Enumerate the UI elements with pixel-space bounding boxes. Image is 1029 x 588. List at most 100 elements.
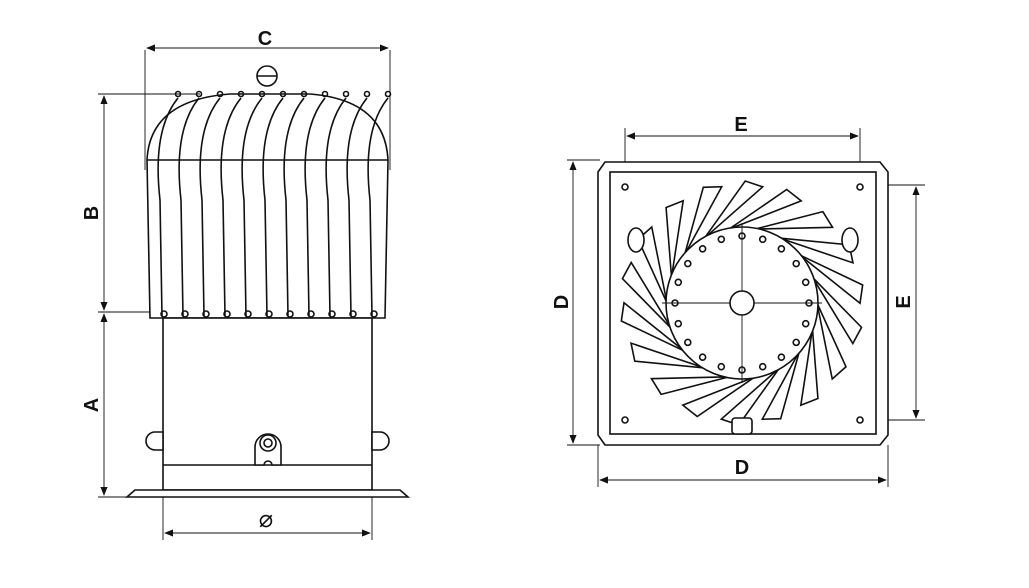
dimension-e-top-label: E <box>734 114 747 136</box>
rivet-icon <box>683 259 692 268</box>
rivet-icon <box>683 338 692 347</box>
rivet-icon <box>286 310 294 318</box>
rivet-icon <box>698 353 707 362</box>
rivet-icon <box>777 353 786 362</box>
rivet-icon <box>717 362 726 371</box>
dimension-diameter-label: ⌀ <box>259 506 273 533</box>
dimension-b: B <box>81 93 200 313</box>
rivet-icon <box>181 310 189 318</box>
rotor-blade <box>637 225 668 304</box>
rivet-icon <box>674 278 683 287</box>
rivet-icon <box>321 90 329 98</box>
rivet-icon <box>698 244 707 253</box>
rotor-blade <box>754 210 834 230</box>
rotor-blade <box>620 301 686 352</box>
dimension-d-left-label: D <box>551 295 573 309</box>
rivet-icon <box>195 90 203 98</box>
top-view: E D E D <box>551 114 925 487</box>
rivet-icon <box>384 90 392 98</box>
rivet-icon <box>237 90 245 98</box>
rivet-icon <box>265 310 273 318</box>
vane <box>262 97 284 317</box>
dimension-a-label: A <box>81 398 103 412</box>
dimension-b-label: B <box>81 206 103 220</box>
rotor-blade <box>799 328 819 407</box>
rotor-blade <box>629 341 705 369</box>
rotor-blade <box>779 237 855 265</box>
bolt-hole-icon <box>856 416 864 424</box>
rivet-icon <box>174 90 182 98</box>
rotor-blade <box>703 180 765 239</box>
rivet-icon <box>279 90 287 98</box>
bolt-hole-icon <box>856 183 864 191</box>
rivet-icon <box>671 299 679 307</box>
rivet-icon <box>777 244 786 253</box>
vane <box>304 97 326 317</box>
dimension-a: A <box>81 313 130 498</box>
rivet-icon <box>223 310 231 318</box>
rivet-icon <box>792 338 801 347</box>
rotor-blade <box>621 260 673 330</box>
rivet-icon <box>300 90 308 98</box>
bolt-hole-icon <box>621 183 629 191</box>
rotor-blade <box>728 188 803 230</box>
rivet-icon <box>328 310 336 318</box>
rivet-icon <box>370 310 378 318</box>
dimension-d-bottom-label: D <box>735 457 749 479</box>
turbine-head <box>146 65 392 319</box>
vane <box>241 97 263 317</box>
rivet-icon <box>805 299 813 307</box>
rivet-icon <box>363 90 371 98</box>
rivet-icon <box>801 319 810 328</box>
dimension-diameter: ⌀ <box>162 497 373 540</box>
rotor <box>620 180 864 435</box>
dimension-c-label: C <box>258 28 272 50</box>
rivet-icon <box>349 310 357 318</box>
side-bolt <box>627 227 645 253</box>
dimension-d-bottom: D <box>597 445 889 487</box>
dimension-e-top: E <box>624 114 861 185</box>
rotor-blade <box>798 254 864 305</box>
side-bolt <box>841 227 859 253</box>
rivet-icon <box>717 235 726 244</box>
vane <box>178 97 200 317</box>
bottom-bolt <box>731 417 753 435</box>
rotor-blade <box>650 376 730 396</box>
rotor-blade <box>683 185 724 256</box>
rivet-icon <box>758 235 767 244</box>
vane <box>220 97 242 317</box>
rivet-icon <box>801 278 810 287</box>
rotor-blade <box>719 367 781 426</box>
rivet-icon <box>792 259 801 268</box>
vane <box>157 97 179 317</box>
rotor-blade <box>816 302 847 381</box>
rivet-icon <box>342 90 350 98</box>
bolt-hole-icon <box>621 416 629 424</box>
rivet-icon <box>160 310 168 318</box>
rivet-icon <box>258 90 266 98</box>
rotor-blade <box>665 199 685 278</box>
rotor-blade <box>760 350 801 421</box>
side-view: C B A <box>81 28 411 540</box>
base-cylinder <box>124 317 411 498</box>
rivet-icon <box>244 310 252 318</box>
vane <box>325 97 347 317</box>
rivet-icon <box>202 310 210 318</box>
dimension-c: C <box>144 28 391 170</box>
vane <box>367 97 389 317</box>
rotor-blade <box>681 376 756 418</box>
rivet-icon <box>738 232 746 240</box>
rivet-icon <box>674 319 683 328</box>
rivet-icon <box>758 362 767 371</box>
vane <box>199 97 221 317</box>
center-hole <box>729 290 755 316</box>
vane <box>283 97 305 317</box>
vane <box>346 97 368 317</box>
rivet-icon <box>216 90 224 98</box>
rotor-blade <box>811 276 863 346</box>
dimension-d-left: D <box>551 159 600 446</box>
rivet-icon <box>307 310 315 318</box>
dimension-e-right: E <box>860 184 925 421</box>
rivet-icon <box>738 366 746 374</box>
dimension-e-right-label: E <box>893 295 915 308</box>
